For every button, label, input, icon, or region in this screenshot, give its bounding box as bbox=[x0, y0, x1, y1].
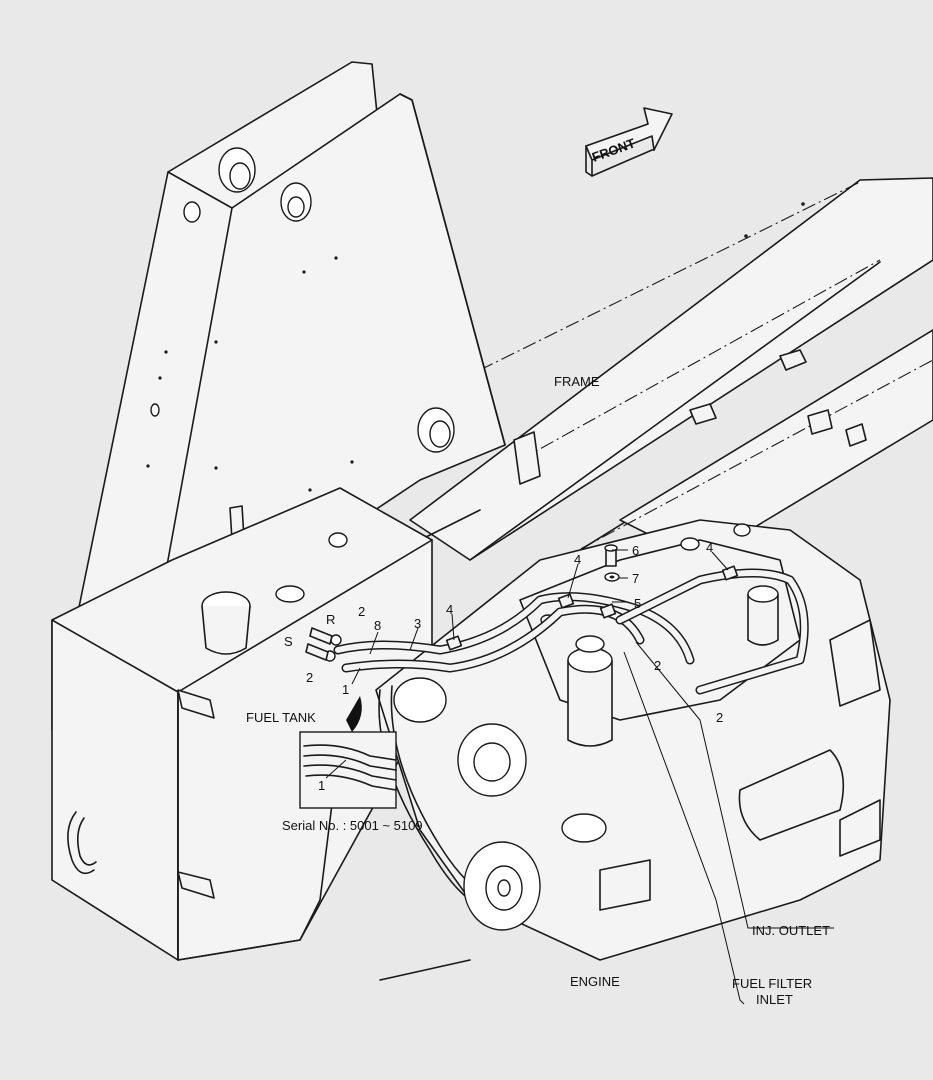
label-engine: ENGINE bbox=[570, 974, 620, 989]
callout-2-right-a: 2 bbox=[654, 658, 661, 673]
label-fuel-tank: FUEL TANK bbox=[246, 710, 316, 725]
label-serial: Serial No. : 5001 ~ 5109 bbox=[282, 818, 423, 833]
callout-2-right-b: 2 bbox=[716, 710, 723, 725]
callout-2-top: 2 bbox=[358, 604, 365, 619]
serial-inset bbox=[299, 696, 397, 809]
callout-1-inset: 1 bbox=[318, 778, 325, 793]
text-labels: FRAME FUEL TANK Serial No. : 5001 ~ 5109… bbox=[246, 374, 830, 1007]
callout-6: 6 bbox=[632, 543, 639, 558]
callout-s: S bbox=[284, 634, 293, 649]
callout-1: 1 bbox=[342, 682, 349, 697]
callout-4-right: 4 bbox=[706, 540, 713, 555]
label-fuel-filter-inlet: INLET bbox=[756, 992, 793, 1007]
callout-3: 3 bbox=[414, 616, 421, 631]
label-fuel-filter: FUEL FILTER bbox=[732, 976, 812, 991]
label-inj-outlet: INJ. OUTLET bbox=[752, 923, 830, 938]
label-frame: FRAME bbox=[554, 374, 600, 389]
callout-8: 8 bbox=[374, 618, 381, 633]
leader-lines bbox=[325, 549, 834, 1005]
callout-numbers: 1 1 2 2 2 2 3 4 4 4 5 6 7 8 R S bbox=[284, 540, 723, 793]
callout-4-left: 4 bbox=[446, 602, 453, 617]
callout-7: 7 bbox=[632, 571, 639, 586]
callout-r: R bbox=[326, 612, 335, 627]
callout-2-left: 2 bbox=[306, 670, 313, 685]
fuel-hoses bbox=[305, 544, 809, 695]
front-arrow: FRONT bbox=[585, 107, 673, 177]
callout-5: 5 bbox=[634, 596, 641, 611]
callout-4-mid: 4 bbox=[574, 552, 581, 567]
engine-block bbox=[375, 519, 891, 981]
